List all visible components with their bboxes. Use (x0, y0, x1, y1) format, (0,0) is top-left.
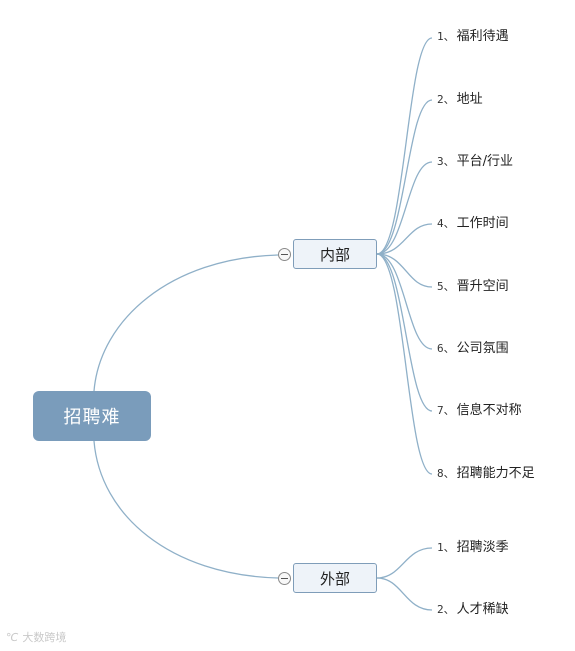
leaf-internal-1[interactable]: 1、福利待遇 (437, 28, 509, 46)
watermark-text: 大数跨境 (22, 631, 67, 644)
leaf-text: 公司氛围 (456, 341, 509, 356)
leaf-external-1[interactable]: 1、招聘淡季 (437, 539, 509, 557)
branch-internal[interactable]: 内部 (293, 239, 377, 269)
leaf-number: 2、 (437, 93, 455, 106)
leaf-number: 1、 (437, 541, 455, 554)
leaf-text: 招聘淡季 (456, 540, 509, 555)
leaf-internal-8[interactable]: 8、招聘能力不足 (437, 465, 535, 483)
leaf-internal-6[interactable]: 6、公司氛围 (437, 340, 509, 358)
connector-internal-7 (376, 253, 433, 412)
connector-internal-8 (376, 253, 433, 475)
connector-internal-5 (376, 253, 433, 288)
leaf-number: 5、 (437, 280, 455, 293)
collapse-toggle-external[interactable] (278, 572, 291, 585)
leaf-number: 2、 (437, 603, 455, 616)
leaf-number: 1、 (437, 30, 455, 43)
leaf-internal-7[interactable]: 7、信息不对称 (437, 402, 522, 420)
leaf-external-2[interactable]: 2、人才稀缺 (437, 601, 509, 619)
connector-internal-1 (376, 37, 433, 255)
branch-external[interactable]: 外部 (293, 563, 377, 593)
connector-internal-6 (376, 253, 433, 350)
leaf-text: 福利待遇 (456, 29, 509, 44)
watermark-icon: ℃ (6, 631, 19, 644)
connector-internal-3 (376, 161, 433, 255)
leaf-internal-5[interactable]: 5、晋升空间 (437, 278, 509, 296)
connector-external-2 (376, 577, 433, 611)
leaf-internal-4[interactable]: 4、工作时间 (437, 215, 509, 233)
leaf-number: 8、 (437, 467, 455, 480)
collapse-toggle-internal[interactable] (278, 248, 291, 261)
leaf-text: 招聘能力不足 (456, 466, 535, 481)
leaf-text: 人才稀缺 (456, 602, 509, 617)
leaf-text: 晋升空间 (456, 279, 509, 294)
leaf-number: 6、 (437, 342, 455, 355)
leaf-text: 工作时间 (456, 216, 509, 231)
leaf-number: 7、 (437, 404, 455, 417)
leaf-internal-3[interactable]: 3、平台/行业 (437, 153, 513, 171)
leaf-number: 3、 (437, 155, 455, 168)
connector-root-internal (93, 254, 279, 392)
connector-root-external (93, 440, 279, 579)
connector-internal-2 (376, 99, 433, 255)
leaf-text: 信息不对称 (456, 403, 522, 418)
root-topic[interactable]: 招聘难 (33, 391, 151, 441)
connector-internal-4 (376, 223, 433, 255)
leaf-text: 平台/行业 (456, 154, 514, 169)
connector-external-1 (376, 547, 433, 579)
leaf-number: 4、 (437, 217, 455, 230)
leaf-internal-2[interactable]: 2、地址 (437, 91, 483, 109)
leaf-text: 地址 (456, 92, 483, 107)
